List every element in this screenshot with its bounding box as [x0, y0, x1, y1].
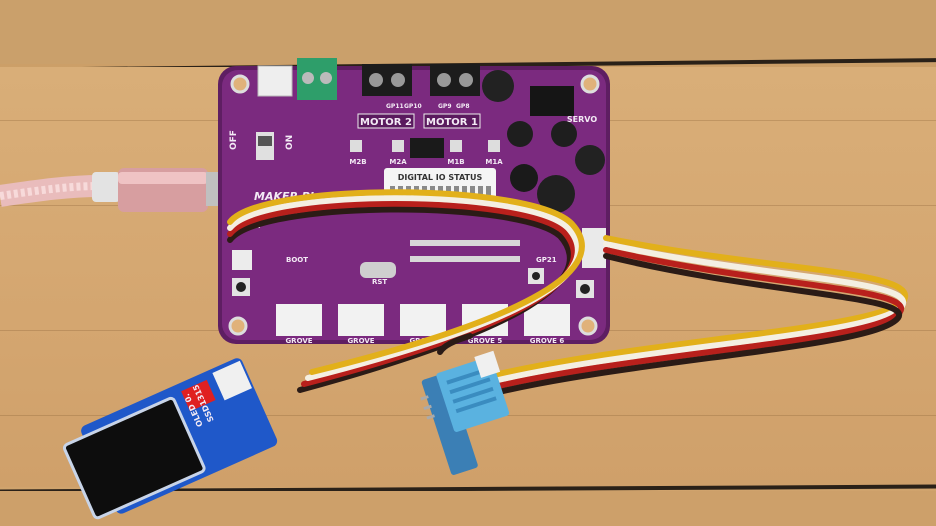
grove-connector — [338, 304, 384, 336]
svg-text:M1A: M1A — [485, 158, 503, 166]
io-status-led — [470, 186, 475, 196]
motor-2-label: MOTOR 2 — [360, 117, 412, 128]
digital-io-status-title: DIGITAL IO STATUS — [398, 173, 483, 182]
svg-text:M2A: M2A — [389, 158, 407, 166]
svg-text:GP10: GP10 — [404, 103, 422, 110]
grove-connector — [524, 304, 570, 336]
grove-connector — [276, 304, 322, 336]
motor-1-label: MOTOR 1 — [426, 117, 478, 128]
svg-text:BOOT: BOOT — [286, 256, 308, 264]
svg-text:OFF: OFF — [229, 130, 239, 150]
svg-text:GP11: GP11 — [386, 103, 404, 110]
io-status-led — [486, 186, 491, 196]
svg-text:M2B: M2B — [349, 158, 366, 166]
svg-text:GP21: GP21 — [536, 256, 557, 264]
grove-label: GROVE 5 — [468, 337, 503, 345]
grove-label: GROVE — [285, 337, 312, 345]
svg-text:RST: RST — [372, 278, 387, 286]
usb-cable — [0, 168, 228, 212]
io-status-led — [454, 186, 459, 196]
oled-module: OLED 0. SSD1315 — [62, 358, 278, 520]
svg-text:M1B: M1B — [447, 158, 464, 166]
servo-label: SERVO — [567, 115, 597, 124]
io-status-led — [478, 186, 483, 196]
dht-sensor — [420, 350, 510, 475]
svg-text:GP8: GP8 — [456, 103, 470, 110]
svg-text:ON: ON — [285, 135, 295, 150]
grove-connector — [400, 304, 446, 336]
grove-label: GROVE — [347, 337, 374, 345]
io-status-led — [462, 186, 467, 196]
grove-label: GROVE 6 — [530, 337, 565, 345]
grove-cables — [227, 189, 909, 397]
svg-text:GP9: GP9 — [438, 103, 452, 110]
wood-plank-top — [0, 0, 936, 64]
